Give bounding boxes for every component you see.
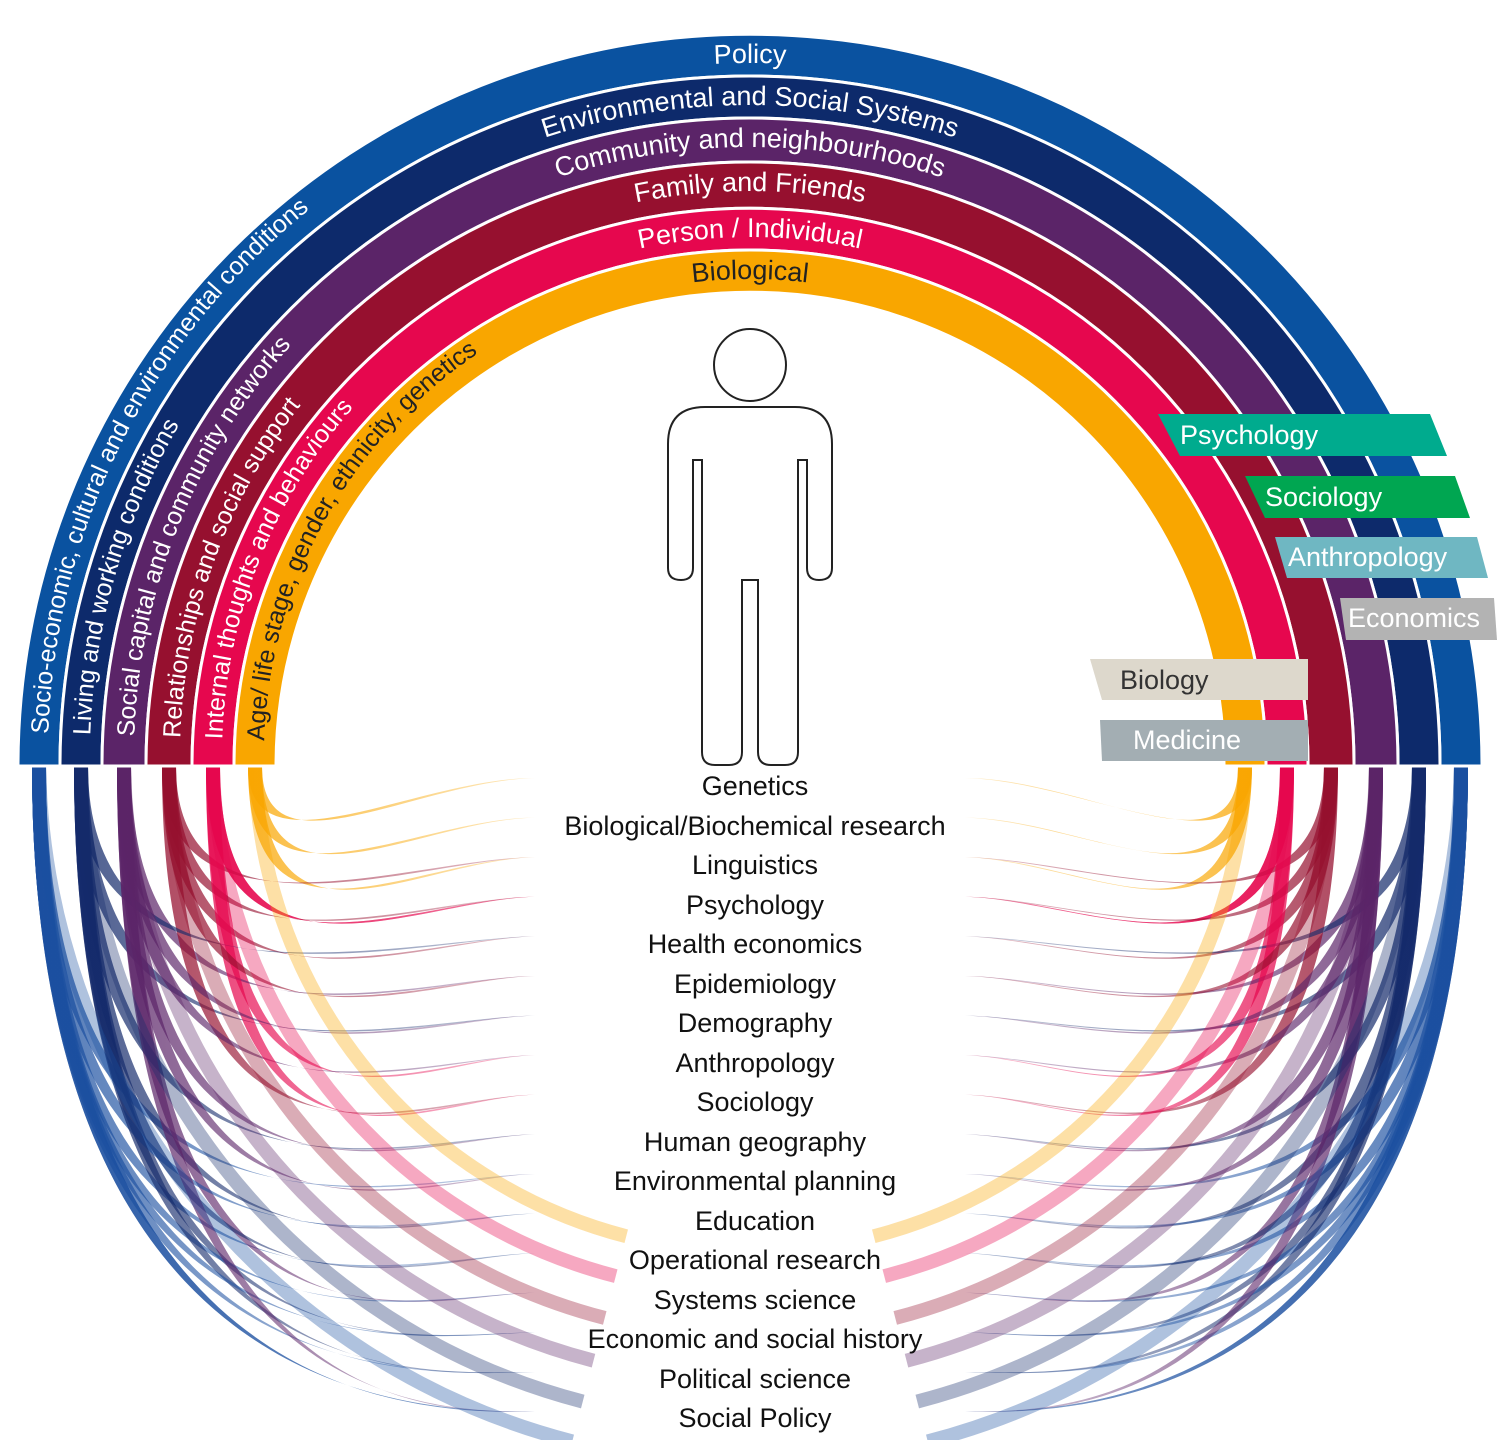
ribbon-link xyxy=(162,766,535,959)
tag-biology-shape xyxy=(1090,659,1308,700)
tag-anthropology: Anthropology xyxy=(1275,537,1488,578)
ribbon-link xyxy=(882,765,1294,1283)
tag-medicine: Medicine xyxy=(1100,720,1308,761)
ribbon-link xyxy=(915,765,1426,1409)
ribbon-link xyxy=(871,765,1252,1244)
ribbon-link xyxy=(965,766,1338,959)
tag-biology-label: Biology xyxy=(1120,665,1209,695)
discipline-sociology: Sociology xyxy=(696,1087,814,1117)
tag-anthropology-label: Anthropology xyxy=(1288,542,1448,572)
discipline-demography: Demography xyxy=(678,1008,833,1038)
discipline-list: Genetics Biological/Biochemical research… xyxy=(564,771,945,1433)
ribbon-link xyxy=(248,766,535,855)
layer-label-policy: Policy xyxy=(713,39,787,70)
arc-bands xyxy=(16,32,1484,768)
tag-biology: Biology xyxy=(1090,659,1308,700)
ribbon-link xyxy=(74,766,535,1374)
discipline-economic-social-history: Economic and social history xyxy=(588,1324,923,1354)
ribbon-link xyxy=(965,766,1252,821)
ribbon-link xyxy=(117,766,535,1412)
tag-sociology: Sociology xyxy=(1245,476,1470,518)
discipline-linguistics: Linguistics xyxy=(692,850,818,880)
ribbon-links xyxy=(32,765,1468,1445)
discipline-epidemiology: Epidemiology xyxy=(674,969,837,999)
tag-sociology-label: Sociology xyxy=(1265,482,1383,512)
ribbon-link xyxy=(162,765,607,1325)
discipline-biological-research: Biological/Biochemical research xyxy=(564,811,945,841)
discipline-systems-science: Systems science xyxy=(654,1285,857,1315)
discipline-genetics: Genetics xyxy=(702,771,809,801)
ribbon-link xyxy=(248,766,535,821)
ribbon-link xyxy=(74,765,585,1409)
tag-anthropology-shape xyxy=(1275,537,1488,578)
ribbon-link xyxy=(965,766,1383,1412)
discipline-human-geography: Human geography xyxy=(644,1127,867,1157)
discipline-psychology: Psychology xyxy=(686,890,825,920)
discipline-operational-research: Operational research xyxy=(629,1245,881,1275)
tag-sociology-shape xyxy=(1245,476,1470,518)
ribbon-link xyxy=(248,766,535,890)
tag-psychology-shape xyxy=(1158,414,1447,456)
discipline-social-policy: Social Policy xyxy=(678,1403,832,1433)
tag-economics: Economics xyxy=(1340,598,1497,640)
person-outline-icon xyxy=(667,328,833,766)
ribbon-link xyxy=(206,765,618,1283)
discipline-tags: Psychology Sociology Anthropology Econom… xyxy=(1090,414,1497,761)
ribbon-link xyxy=(248,765,629,1244)
discipline-anthropology: Anthropology xyxy=(675,1048,835,1078)
tag-medicine-label: Medicine xyxy=(1133,725,1241,755)
ribbon-link xyxy=(965,766,1252,855)
tag-medicine-shape xyxy=(1100,720,1308,761)
discipline-health-economics: Health economics xyxy=(648,929,863,959)
tag-psychology-label: Psychology xyxy=(1180,420,1319,450)
tag-economics-label: Economics xyxy=(1348,603,1480,633)
tag-economics-shape xyxy=(1340,598,1497,640)
discipline-education: Education xyxy=(695,1206,815,1236)
ribbon-link xyxy=(904,765,1383,1368)
ribbon-link xyxy=(965,766,1252,890)
ribbon-link xyxy=(117,765,596,1368)
discipline-political-science: Political science xyxy=(659,1364,851,1394)
tag-psychology: Psychology xyxy=(1158,414,1447,456)
ribbon-link xyxy=(893,765,1338,1325)
discipline-environmental-planning: Environmental planning xyxy=(614,1166,896,1196)
ribbon-link xyxy=(32,765,575,1445)
arc-band-bio xyxy=(232,248,1268,768)
layer-label-biological: Biological xyxy=(690,255,810,288)
ribbon-link xyxy=(925,765,1468,1445)
